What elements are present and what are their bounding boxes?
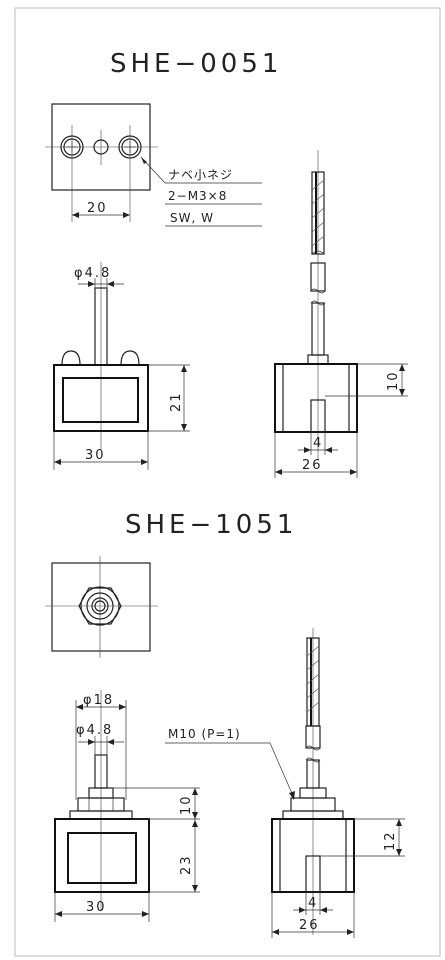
dim-height-label: 21 (169, 391, 184, 412)
dim-slot-width-2-label: 4 (308, 896, 318, 911)
she-1051-side-view (271, 628, 355, 935)
dim-side-width-label: 26 (302, 458, 323, 473)
dim-body-height (149, 819, 200, 893)
dim-nut-dia (75, 700, 127, 800)
dim-side-width-2-label: 26 (299, 918, 320, 933)
dim-shaft-dia (78, 278, 124, 290)
she-1051-front-view (54, 690, 150, 910)
thread-note-label: M10 (P=1) (168, 727, 241, 741)
dim-side-height-2-label: 12 (383, 830, 398, 851)
she-0051-side-view (274, 150, 358, 460)
dim-slot-width-2 (293, 892, 333, 915)
she-0051-front-view (53, 262, 149, 450)
dim-width-2 (54, 892, 150, 922)
dim-side-width (274, 432, 358, 478)
dim-slot-width (298, 432, 338, 455)
dim-slot-width-label: 4 (313, 436, 323, 451)
dim-shaft-dia-2 (78, 736, 124, 757)
dim-shaft-dia-2-label: φ4.8 (76, 723, 113, 738)
dim-width-label: 30 (85, 448, 106, 463)
dim-body-height-label: 23 (179, 854, 194, 875)
model-title-she-1051: SHE−1051 (125, 510, 297, 540)
dim-side-height (325, 363, 408, 397)
dim-width (53, 431, 149, 470)
she-0051-top-view (45, 103, 158, 222)
screw-note-type: ナベ小ネジ (168, 168, 233, 182)
dim-nut-height-label: 10 (179, 794, 194, 815)
model-title-she-0051: SHE−0051 (110, 49, 282, 79)
dim-width-2-label: 30 (86, 900, 107, 915)
dim-nut-dia-label: φ18 (83, 693, 114, 708)
she-1051-top-view (45, 556, 158, 658)
dim-side-width-2 (271, 892, 355, 938)
dim-hole-pitch (72, 212, 130, 218)
screw-note-washer: SW, W (170, 211, 214, 225)
dim-shaft-dia-label: φ4.8 (74, 266, 111, 281)
dim-nut-height (113, 787, 200, 820)
dim-height (148, 364, 190, 432)
screw-note-spec: 2−M3×8 (168, 189, 227, 203)
dim-hole-pitch-label: 20 (87, 201, 108, 216)
dim-side-height-label: 10 (386, 370, 401, 391)
screw-note-leader (140, 156, 262, 227)
dim-side-height-2 (320, 818, 405, 857)
